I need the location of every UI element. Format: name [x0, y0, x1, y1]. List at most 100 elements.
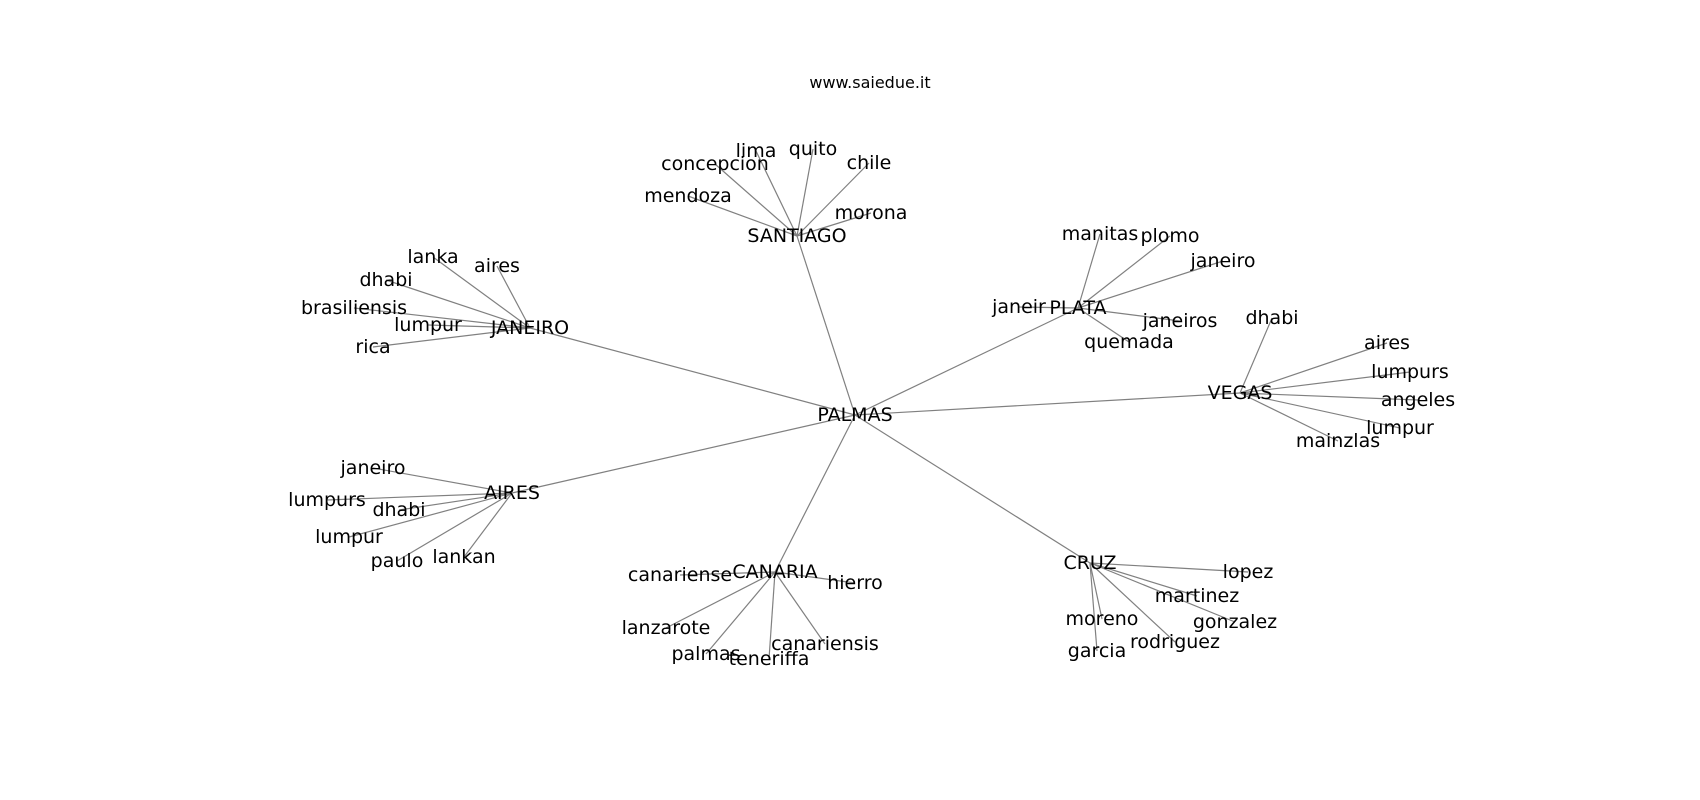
- node-root: PALMAS: [817, 404, 892, 426]
- node-leaf-plata-plomo: plomo: [1140, 225, 1199, 247]
- edge-janeiro-lanka: [432, 256, 531, 329]
- node-leaf-canaria-canariensis: canariensis: [771, 633, 879, 655]
- edge-plata-janeir: [1018, 306, 1079, 309]
- edge-aires-paulo: [396, 492, 513, 562]
- edge-santiago-lima: [755, 150, 798, 237]
- node-leaf-plata-janeir: janeir: [991, 296, 1046, 318]
- node-leaf-vegas-dhabi: dhabi: [1245, 307, 1298, 329]
- edge-root-vegas: [854, 392, 1241, 416]
- edge-root-santiago: [796, 235, 856, 416]
- edge-root-cruz: [854, 414, 1091, 564]
- node-leaf-cruz-martinez: martinez: [1155, 585, 1239, 607]
- edge-santiago-concepcion: [714, 163, 798, 237]
- edge-canaria-canariensis: [774, 571, 826, 645]
- node-leaf-cruz-lopez: lopez: [1223, 561, 1274, 583]
- node-hub-vegas: VEGAS: [1208, 382, 1273, 404]
- edge-vegas-dhabi: [1239, 317, 1273, 394]
- node-leaf-santiago-lima: lima: [736, 140, 777, 162]
- edge-aires-dhabi: [398, 492, 513, 511]
- edge-vegas-aires: [1239, 342, 1388, 394]
- node-hub-janeiro: JANEIRO: [490, 317, 569, 339]
- edge-vegas-mainzlas: [1239, 392, 1339, 442]
- node-leaf-santiago-chile: chile: [847, 152, 892, 174]
- edge-santiago-mendoza: [687, 195, 798, 237]
- edge-plata-plomo: [1077, 235, 1171, 309]
- node-leaf-santiago-quito: quito: [789, 138, 837, 160]
- edge-root-canaria: [774, 414, 856, 573]
- node-leaf-vegas-lumpur: lumpur: [1366, 417, 1434, 439]
- node-leaf-canaria-palmas: palmas: [671, 643, 740, 665]
- node-leaf-cruz-gonzalez: gonzalez: [1193, 611, 1277, 633]
- node-leaf-vegas-lumpurs: lumpurs: [1371, 361, 1449, 383]
- edge-root-plata: [854, 307, 1079, 416]
- edge-cruz-martinez: [1089, 562, 1198, 597]
- edge-plata-janeiro: [1077, 260, 1224, 309]
- edge-cruz-gonzalez: [1089, 562, 1236, 623]
- node-leaf-cruz-rodriguez: rodriguez: [1130, 631, 1220, 653]
- edge-vegas-angeles: [1239, 392, 1419, 401]
- graph-title: www.saiedue.it: [809, 73, 930, 92]
- node-leaf-plata-janeiros: janeiros: [1142, 310, 1218, 332]
- node-leaf-santiago-morona: morona: [835, 202, 908, 224]
- node-hub-cruz: CRUZ: [1063, 552, 1116, 574]
- edge-cruz-moreno: [1089, 562, 1103, 620]
- node-leaf-janeiro-lanka: lanka: [407, 246, 458, 268]
- node-leaf-santiago-concepcion: concepcion: [661, 153, 769, 175]
- node-leaf-vegas-mainzlas: mainzlas: [1296, 430, 1380, 452]
- node-leaf-janeiro-brasiliensis: brasiliensis: [301, 297, 407, 319]
- edge-santiago-morona: [796, 212, 872, 237]
- node-hub-aires: AIRES: [484, 482, 540, 504]
- edge-cruz-garcia: [1089, 562, 1098, 652]
- node-leaf-vegas-aires: aires: [1364, 332, 1410, 354]
- node-leaf-plata-manitas: manitas: [1062, 223, 1138, 245]
- node-leaf-plata-quemada: quemada: [1084, 331, 1174, 353]
- edge-cruz-lopez: [1089, 562, 1249, 573]
- edge-aires-lumpur: [348, 492, 513, 538]
- node-leaf-aires-dhabi: dhabi: [372, 499, 425, 521]
- edge-santiago-quito: [796, 148, 814, 237]
- node-leaf-aires-lankan: lankan: [432, 546, 495, 568]
- edge-plata-manitas: [1077, 233, 1101, 309]
- node-leaf-janeiro-lumpur: lumpur: [394, 314, 462, 336]
- edge-root-janeiro: [529, 327, 856, 416]
- edge-vegas-lumpurs: [1239, 371, 1411, 394]
- edge-janeiro-dhabi: [385, 279, 531, 329]
- node-leaf-canaria-hierro: hierro: [827, 572, 883, 594]
- node-leaf-cruz-garcia: garcia: [1068, 640, 1126, 662]
- node-leaf-vegas-angeles: angeles: [1381, 389, 1455, 411]
- edge-canaria-lanzarote: [665, 571, 776, 629]
- node-leaf-aires-janeiro: janeiro: [340, 457, 406, 479]
- node-hub-canaria: CANARIA: [732, 561, 817, 583]
- node-leaf-canaria-lanzarote: lanzarote: [622, 617, 711, 639]
- node-leaf-janeiro-dhabi: dhabi: [359, 269, 412, 291]
- edge-canaria-canariense: [679, 571, 776, 576]
- edge-aires-janeiro: [372, 467, 513, 494]
- node-leaf-aires-paulo: paulo: [371, 550, 424, 572]
- edge-canaria-hierro: [774, 571, 856, 584]
- edge-santiago-chile: [796, 162, 870, 237]
- edge-canaria-palmas: [705, 571, 776, 655]
- node-leaf-janeiro-aires: aires: [474, 255, 520, 277]
- edge-janeiro-brasiliensis: [353, 307, 531, 329]
- node-leaf-aires-lumpurs: lumpurs: [288, 489, 366, 511]
- node-leaf-canaria-canariense: canariense: [628, 564, 732, 586]
- edge-aires-lankan: [463, 492, 513, 558]
- node-leaf-cruz-moreno: moreno: [1066, 608, 1139, 630]
- node-leaf-janeiro-rica: rica: [355, 336, 390, 358]
- edge-cruz-rodriguez: [1089, 562, 1176, 643]
- edge-plata-quemada: [1077, 307, 1130, 343]
- node-leaf-aires-lumpur: lumpur: [315, 526, 383, 548]
- edge-plata-janeiros: [1077, 307, 1181, 322]
- edge-janeiro-rica: [372, 327, 531, 348]
- edge-root-aires: [511, 414, 856, 494]
- node-hub-santiago: SANTIAGO: [747, 225, 846, 247]
- edge-janeiro-lumpur: [427, 324, 531, 329]
- edge-vegas-lumpur: [1239, 392, 1401, 429]
- node-leaf-santiago-mendoza: mendoza: [644, 185, 732, 207]
- graph-edges: [326, 148, 1419, 660]
- edge-canaria-teneriffa: [768, 571, 776, 660]
- edge-janeiro-aires: [496, 265, 531, 329]
- node-hub-plata: PLATA: [1049, 297, 1106, 319]
